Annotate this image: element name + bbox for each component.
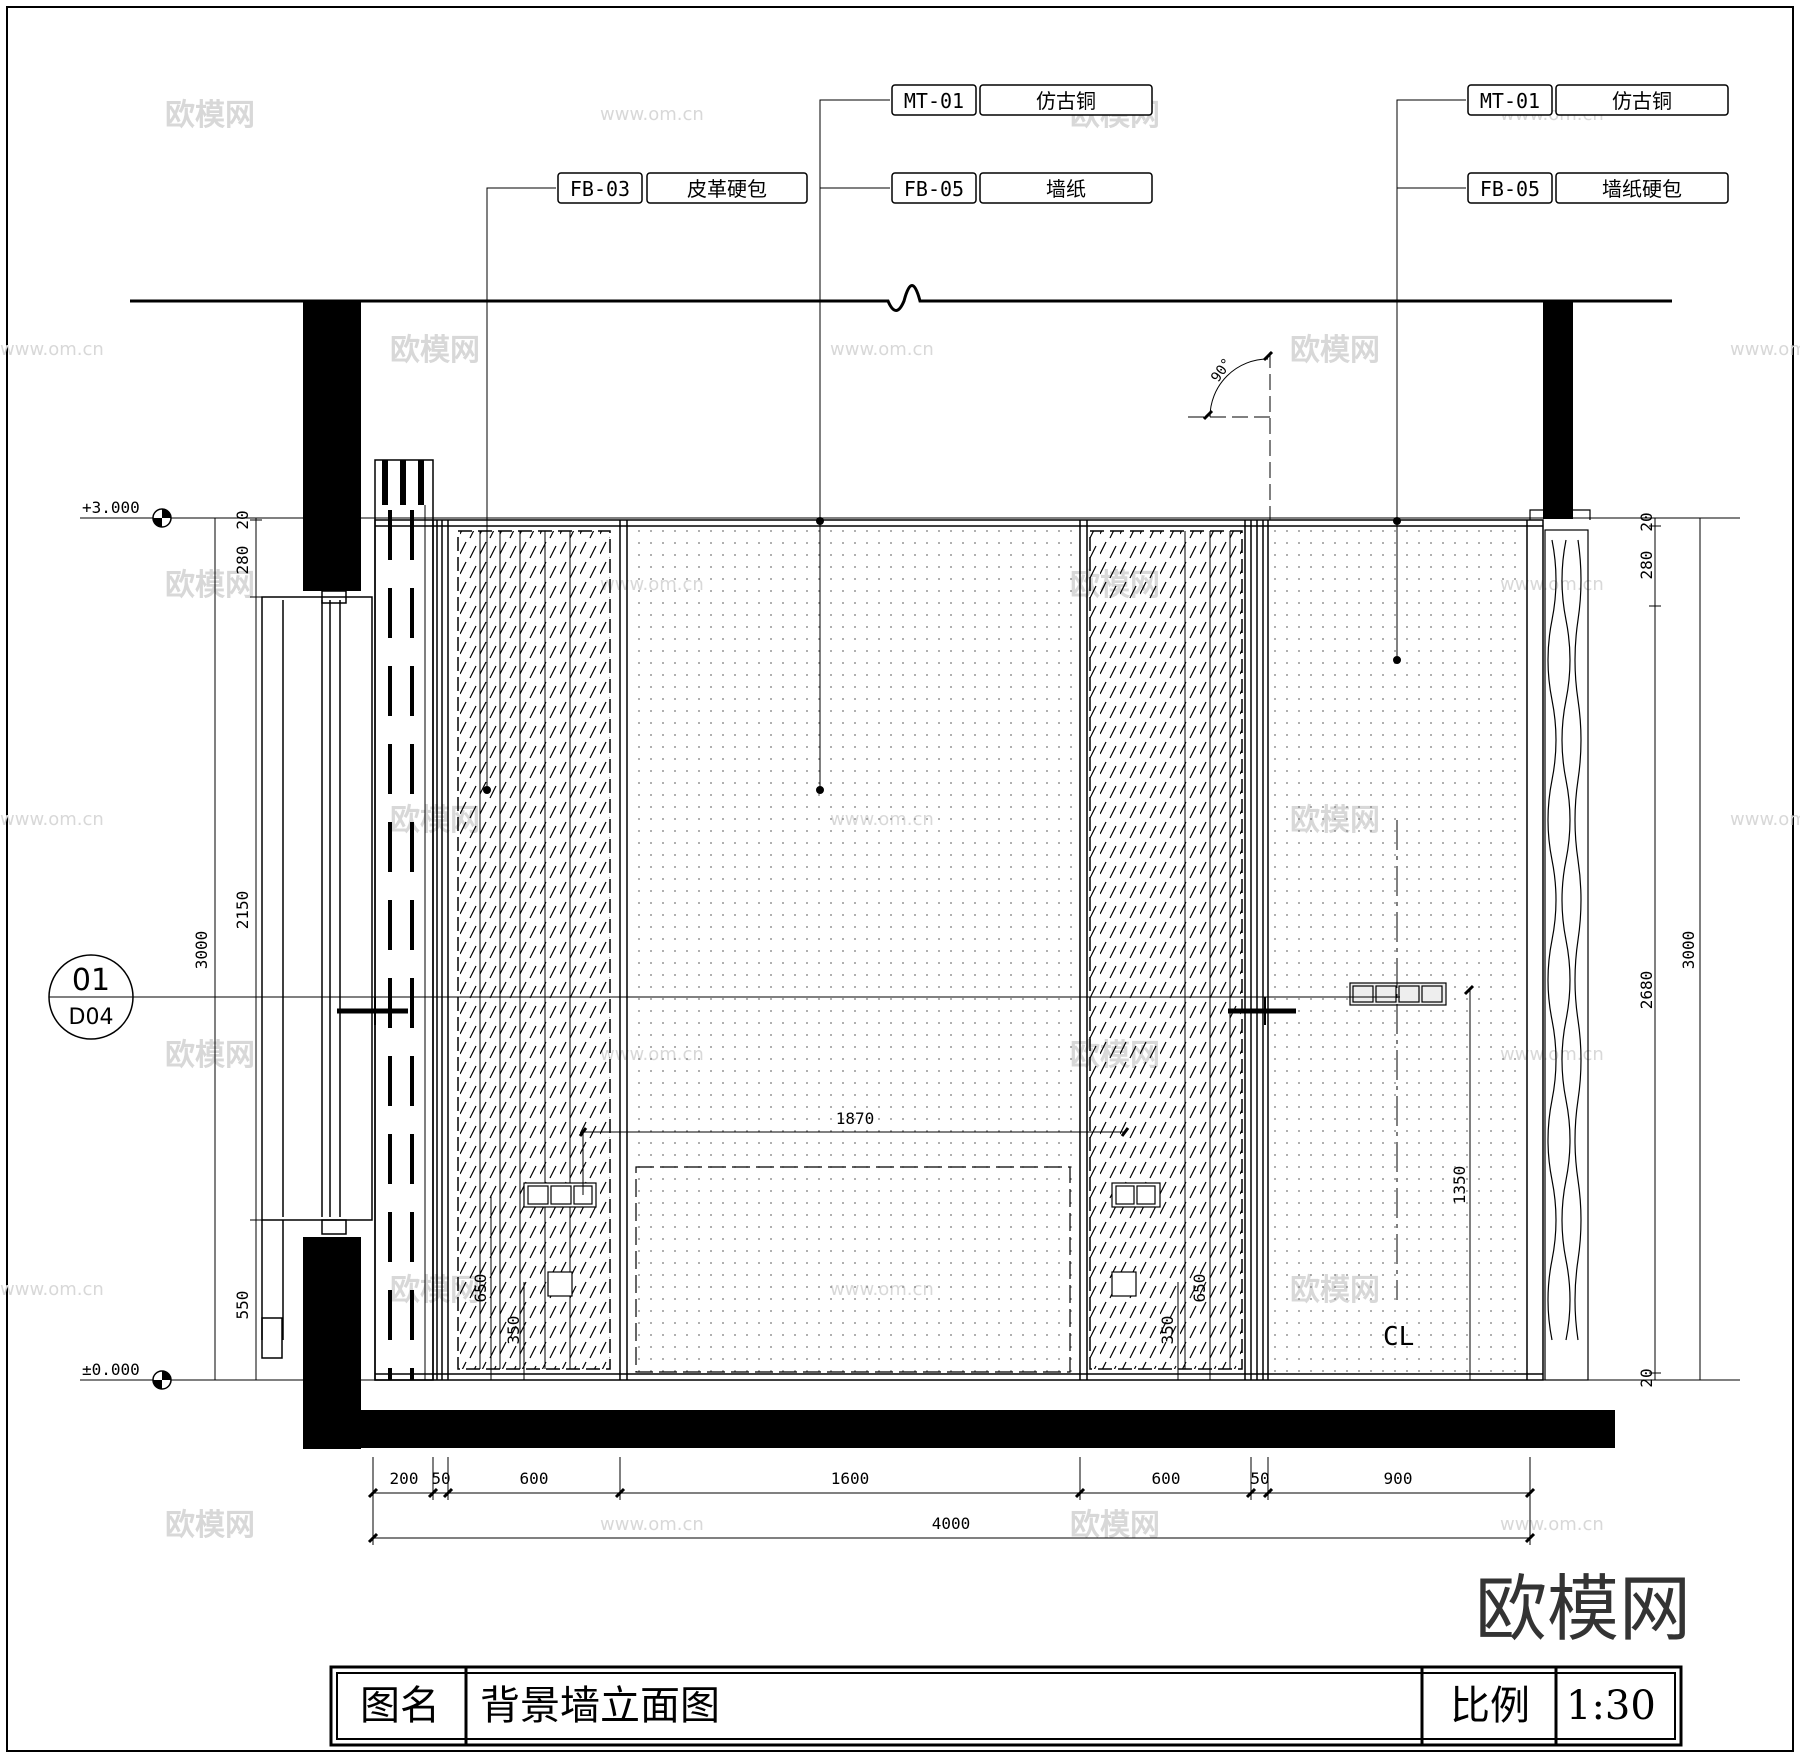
level-bottom-label: ±0.000 bbox=[82, 1360, 140, 1379]
dim-650-right: 650 bbox=[1190, 1274, 1209, 1303]
dim-bottom-600-right: 600 bbox=[1152, 1469, 1181, 1488]
svg-text:欧模网: 欧模网 bbox=[390, 333, 480, 368]
leader-material-fb05-a: 墙纸 bbox=[1046, 177, 1086, 201]
level-marker-top: +3.000 bbox=[80, 498, 1740, 528]
wallpaper-panel-right bbox=[1270, 528, 1526, 1372]
dim-bottom-50-left: 50 bbox=[431, 1469, 450, 1488]
title-name-label: 图名 bbox=[360, 1683, 440, 1729]
svg-text:www.om.cn: www.om.cn bbox=[600, 1514, 704, 1535]
sheet-border bbox=[6, 6, 1794, 1752]
dim-right-3000: 3000 bbox=[1679, 931, 1698, 970]
dim-right-280: 280 bbox=[1637, 551, 1656, 580]
svg-text:www.om.cn: www.om.cn bbox=[1730, 339, 1800, 360]
dim-bottom-200: 200 bbox=[390, 1469, 419, 1488]
title-scale-label: 比例 bbox=[1450, 1683, 1530, 1729]
leader-code-mt01-b: MT-01 bbox=[1480, 89, 1540, 113]
svg-text:www.om.cn: www.om.cn bbox=[830, 339, 934, 360]
level-marker-bottom: ±0.000 bbox=[80, 1360, 1740, 1390]
dim-left-280: 280 bbox=[233, 546, 252, 575]
svg-text:欧模网: 欧模网 bbox=[1290, 333, 1380, 368]
svg-text:www.om.cn: www.om.cn bbox=[1730, 809, 1800, 830]
leather-panel-right bbox=[1089, 530, 1243, 1370]
dimension-chain-left bbox=[209, 517, 262, 1381]
inner-dimensions bbox=[490, 984, 1475, 1380]
level-top-label: +3.000 bbox=[82, 498, 140, 517]
svg-text:欧模网: 欧模网 bbox=[1070, 1508, 1160, 1543]
angle-label: 90° bbox=[1208, 355, 1236, 385]
leader-code-mt01-a: MT-01 bbox=[904, 89, 964, 113]
ceiling-line bbox=[130, 284, 1672, 312]
leader-material-mt01-b: 仿古铜 bbox=[1612, 89, 1672, 113]
dim-1350: 1350 bbox=[1450, 1166, 1469, 1205]
section-sheet: D04 bbox=[69, 1005, 114, 1030]
dim-right-20-top: 20 bbox=[1637, 512, 1656, 531]
dim-650-left: 650 bbox=[471, 1274, 490, 1303]
svg-text:欧模网: 欧模网 bbox=[165, 568, 255, 603]
drawing-scale: 1:30 bbox=[1566, 1683, 1656, 1729]
dim-bottom-600-left: 600 bbox=[520, 1469, 549, 1488]
svg-text:www.om.cn: www.om.cn bbox=[0, 809, 104, 830]
material-leaders bbox=[483, 99, 1466, 794]
dim-350-left: 350 bbox=[504, 1316, 523, 1345]
leader-code-fb05-a: FB-05 bbox=[904, 177, 964, 201]
leader-material-fb05-b: 墙纸硬包 bbox=[1602, 177, 1682, 201]
svg-text:欧模网: 欧模网 bbox=[165, 1038, 255, 1073]
switch-plate-left bbox=[523, 1182, 597, 1297]
dim-left-2150: 2150 bbox=[233, 891, 252, 930]
leader-material-mt01-a: 仿古铜 bbox=[1036, 89, 1096, 113]
title-block bbox=[329, 1665, 1683, 1747]
section-number: 01 bbox=[72, 963, 110, 998]
svg-text:欧模网: 欧模网 bbox=[165, 98, 255, 133]
dim-bottom-total: 4000 bbox=[932, 1514, 971, 1533]
drawing-title: 背景墙立面图 bbox=[480, 1683, 720, 1729]
right-centerline: CL bbox=[1383, 820, 1414, 1352]
dim-350-right: 350 bbox=[1158, 1316, 1177, 1345]
brand-logo-mark: 欧模网 bbox=[1475, 1567, 1691, 1651]
switch-plate-far-right bbox=[1349, 982, 1447, 1006]
svg-text:www.om.cn: www.om.cn bbox=[600, 104, 704, 125]
curtain-strip bbox=[374, 459, 434, 1381]
svg-text:www.om.cn: www.om.cn bbox=[1500, 1514, 1604, 1535]
window-frame bbox=[261, 590, 373, 1359]
wallpaper-panel-center bbox=[628, 528, 1080, 1373]
dim-bottom-50-right: 50 bbox=[1250, 1469, 1269, 1488]
section-cut-line bbox=[130, 996, 1400, 1025]
angle-indicator: 90° bbox=[1188, 350, 1274, 520]
leather-panel-left bbox=[457, 530, 611, 1370]
dim-left-3000: 3000 bbox=[192, 931, 211, 970]
dim-bottom-1600: 1600 bbox=[831, 1469, 870, 1488]
svg-text:www.om.cn: www.om.cn bbox=[0, 1279, 104, 1300]
dimension-chain-right bbox=[1649, 517, 1706, 1381]
dim-left-20: 20 bbox=[233, 510, 252, 529]
structural-walls bbox=[303, 301, 1615, 1449]
switch-plate-right bbox=[1111, 1182, 1161, 1297]
leader-code-fb05-b: FB-05 bbox=[1480, 177, 1540, 201]
section-marker: 01 D04 bbox=[48, 954, 134, 1040]
svg-text:www.om.cn: www.om.cn bbox=[0, 339, 104, 360]
leader-material-fb03: 皮革硬包 bbox=[687, 177, 767, 201]
dim-bottom-900: 900 bbox=[1384, 1469, 1413, 1488]
svg-text:欧模网: 欧模网 bbox=[165, 1508, 255, 1543]
leader-code-fb03: FB-03 bbox=[570, 177, 630, 201]
centerline-label: CL bbox=[1383, 1322, 1414, 1352]
dimension-chain-bottom bbox=[367, 1457, 1536, 1545]
leader-tags bbox=[557, 84, 1729, 204]
wood-column bbox=[1529, 509, 1591, 1381]
dim-1870: 1870 bbox=[836, 1109, 875, 1128]
dim-left-550: 550 bbox=[233, 1291, 252, 1320]
dim-right-20-bottom: 20 bbox=[1637, 1368, 1656, 1387]
dim-right-2680: 2680 bbox=[1637, 971, 1656, 1010]
